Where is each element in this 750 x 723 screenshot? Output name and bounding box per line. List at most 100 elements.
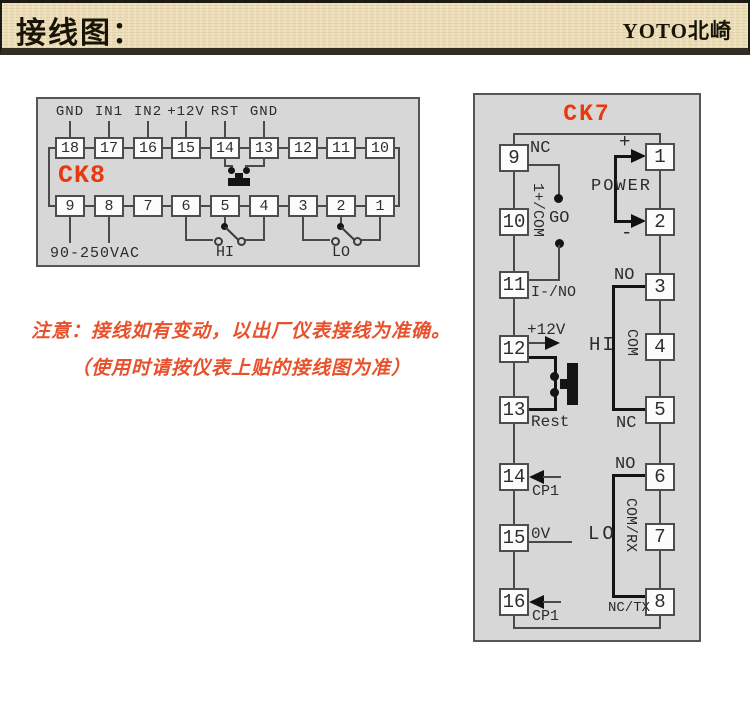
terminal-box: 2	[645, 208, 675, 236]
terminal-box: 5	[210, 195, 240, 217]
wire	[361, 239, 380, 241]
wire-frame-top	[513, 133, 661, 135]
reset-button-icon	[560, 379, 568, 389]
ck8-signal-label: +12V	[167, 104, 205, 120]
wire-reset	[554, 356, 557, 411]
terminal-box: 16	[499, 588, 529, 616]
ck7-label-rest: Rest	[531, 413, 570, 431]
ck7-label-lo: LO	[588, 523, 617, 545]
wire-hi-relay	[612, 408, 645, 411]
ck7-label-cp1: CP1	[532, 483, 560, 500]
terminal-box: 1	[645, 143, 675, 171]
ck7-label-nc: NC	[616, 414, 637, 433]
terminal-box: 7	[645, 523, 675, 551]
wire-power	[614, 155, 617, 223]
ck8-hi-label: HI	[215, 244, 234, 261]
terminal-box: 15	[171, 137, 201, 159]
wire	[263, 159, 265, 167]
terminal-box: 12	[288, 137, 318, 159]
terminal-box: 18	[55, 137, 85, 159]
sensor-node-dot	[555, 239, 564, 248]
terminal-box: 17	[94, 137, 124, 159]
wire	[302, 217, 304, 241]
wire	[529, 541, 572, 543]
wire	[558, 245, 560, 281]
ck7-label-plus: +	[619, 131, 631, 153]
sensor-node-dot	[554, 194, 563, 203]
warning-note: 注意：接线如有变动，以出厂仪表接线为准确。 （使用时请按仪表上贴的接线图为准）	[18, 316, 464, 380]
terminal-box: 4	[645, 333, 675, 361]
terminal-box: 2	[326, 195, 356, 217]
wire-bracket-right	[398, 147, 400, 207]
wire	[147, 121, 149, 137]
switch-contact	[237, 237, 246, 246]
ck7-label-i-minus: I-/NO	[531, 284, 577, 301]
wire	[558, 164, 560, 196]
ck7-label-no: NO	[614, 266, 635, 285]
reset-button-icon	[235, 173, 243, 178]
ck7-label-com: COM	[623, 329, 640, 357]
terminal-box: 8	[94, 195, 124, 217]
terminal-box: 9	[499, 144, 529, 172]
ck7-label-go: GO	[549, 209, 570, 228]
wire	[185, 239, 213, 241]
ck8-signal-label: IN1	[94, 104, 124, 120]
terminal-box: 6	[645, 463, 675, 491]
wire-hi-relay	[612, 285, 645, 288]
ck7-label-minus: -	[621, 222, 633, 244]
wire	[529, 164, 560, 166]
ck7-diagram: CK7	[473, 93, 701, 642]
ck7-label-power: POWER	[591, 177, 653, 196]
ck7-model-title: CK7	[563, 101, 611, 127]
wire	[245, 165, 265, 167]
wire	[108, 217, 110, 243]
wire	[224, 159, 226, 167]
ck8-lo-label: LO	[331, 244, 350, 261]
switch-contact	[331, 237, 340, 246]
reset-button-icon	[567, 363, 578, 405]
ck8-model-title: CK8	[58, 161, 107, 190]
ck8-signal-label: IN2	[133, 104, 163, 120]
wire	[224, 165, 233, 167]
arrow-right-icon	[631, 149, 646, 163]
wire	[379, 217, 381, 241]
terminal-box: 16	[133, 137, 163, 159]
switch-contact	[353, 237, 362, 246]
brand-text: YOTO北崎	[622, 19, 732, 43]
wire	[224, 217, 226, 224]
terminal-box: 7	[133, 195, 163, 217]
wire	[108, 121, 110, 137]
arrow-right-icon	[545, 336, 560, 350]
reset-button-icon	[228, 178, 250, 186]
wire	[340, 217, 342, 224]
wire	[69, 217, 71, 243]
ck7-label-0v: 0V	[531, 525, 551, 543]
ck8-signal-label: GND	[55, 104, 85, 120]
wire-lo-relay	[612, 474, 615, 598]
wire	[69, 121, 71, 137]
ck7-label-no: NO	[615, 455, 636, 474]
ck8-diagram: GND IN1 IN2 +12V RST GND 18 17 16 15 14 …	[36, 97, 420, 267]
terminal-box: 8	[645, 588, 675, 616]
warning-note-line2: （使用时请按仪表上贴的接线图为准）	[70, 358, 411, 379]
contact-dot	[550, 372, 559, 381]
wire-hi-relay	[612, 285, 615, 411]
ck8-signal-label: RST	[210, 104, 240, 120]
ck7-label-com-rx: COM/RX	[622, 498, 639, 553]
wire-reset	[529, 408, 557, 411]
wire-reset	[529, 356, 557, 359]
terminal-box: 4	[249, 195, 279, 217]
terminal-box: 12	[499, 335, 529, 363]
wire-lo-relay	[612, 474, 645, 477]
wire	[302, 239, 330, 241]
terminal-box: 11	[326, 137, 356, 159]
wire	[224, 121, 226, 137]
contact-dot	[243, 167, 250, 174]
contact-dot	[228, 167, 235, 174]
wire	[543, 476, 561, 478]
ck7-label-nc-tx: NC/TX	[608, 600, 651, 616]
wire	[245, 239, 264, 241]
wire	[185, 121, 187, 137]
arrow-left-icon	[529, 470, 544, 484]
terminal-box: 14	[210, 137, 240, 159]
